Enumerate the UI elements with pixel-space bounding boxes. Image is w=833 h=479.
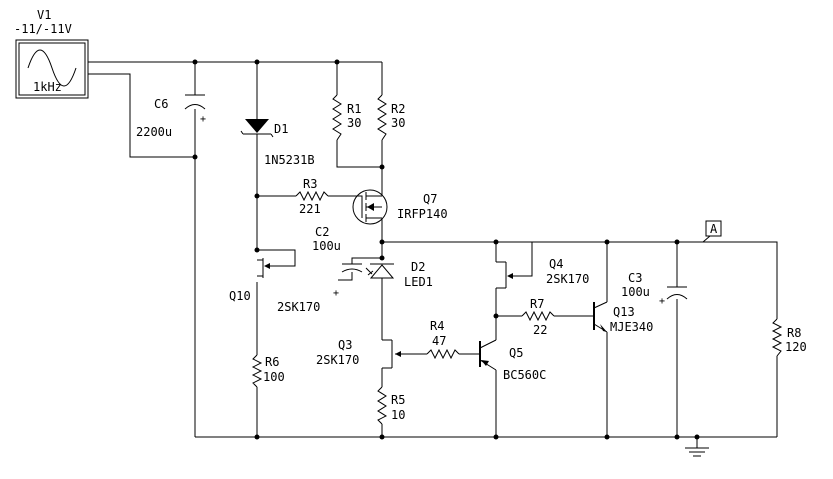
jfet-q4[interactable]: Q4 2SK170 bbox=[496, 242, 589, 289]
led-d2[interactable]: D2 LED1 bbox=[365, 260, 433, 289]
d2-value: LED1 bbox=[404, 275, 433, 289]
wires bbox=[88, 61, 778, 457]
v1-value: -11/-11V bbox=[14, 22, 72, 36]
r7-name: R7 bbox=[530, 297, 544, 311]
c2-value: 100u bbox=[312, 239, 341, 253]
jfet-q3[interactable]: Q3 2SK170 bbox=[316, 338, 401, 369]
capacitor-c6[interactable]: + C6 2200u bbox=[136, 94, 206, 139]
mosfet-q7[interactable]: Q7 IRFP140 bbox=[352, 189, 448, 225]
capacitor-c2[interactable]: + C2 100u bbox=[312, 225, 363, 299]
q13-value: MJE340 bbox=[610, 320, 653, 334]
d2-name: D2 bbox=[411, 260, 425, 274]
resistor-r2[interactable]: R2 30 bbox=[377, 94, 405, 141]
q5-value: BC560C bbox=[503, 368, 546, 382]
r6-value: 100 bbox=[263, 370, 285, 384]
q7-value: IRFP140 bbox=[397, 207, 448, 221]
c3-name: C3 bbox=[628, 271, 642, 285]
q10-name: Q10 bbox=[229, 289, 251, 303]
resistor-r8[interactable]: R8 120 bbox=[771, 318, 807, 357]
resistor-r6[interactable]: R6 100 bbox=[251, 354, 285, 388]
q7-name: Q7 bbox=[423, 192, 437, 206]
r3-name: R3 bbox=[303, 177, 317, 191]
c3-plus: + bbox=[659, 296, 665, 307]
r4-value: 47 bbox=[432, 334, 446, 348]
bjt-q5[interactable]: Q5 BC560C bbox=[479, 339, 546, 382]
resistor-r5[interactable]: R5 10 bbox=[377, 386, 405, 425]
resistor-r1[interactable]: R1 30 bbox=[332, 94, 361, 141]
r8-value: 120 bbox=[785, 340, 807, 354]
resistor-r4[interactable]: R4 47 bbox=[426, 319, 460, 360]
c2-name: C2 bbox=[315, 225, 329, 239]
bjt-q13[interactable]: Q13 MJE340 bbox=[593, 301, 653, 334]
q4-name: Q4 bbox=[549, 257, 563, 271]
c6-value: 2200u bbox=[136, 125, 172, 139]
r3-value: 221 bbox=[299, 202, 321, 216]
q13-name: Q13 bbox=[613, 305, 635, 319]
c6-plus: + bbox=[200, 114, 206, 125]
q3-value: 2SK170 bbox=[316, 353, 359, 367]
r2-name: R2 bbox=[391, 102, 405, 116]
d1-value: 1N5231B bbox=[264, 153, 315, 167]
c3-value: 100u bbox=[621, 285, 650, 299]
v1-name: V1 bbox=[37, 8, 51, 22]
jfet-q10[interactable]: Q10 2SK170 bbox=[229, 249, 320, 314]
resistor-r3[interactable]: R3 221 bbox=[295, 177, 329, 216]
d1-name: D1 bbox=[274, 122, 288, 136]
r1-value: 30 bbox=[347, 116, 361, 130]
q4-value: 2SK170 bbox=[546, 272, 589, 286]
r1-name: R1 bbox=[347, 102, 361, 116]
c2-plus: + bbox=[333, 288, 339, 299]
r4-name: R4 bbox=[430, 319, 444, 333]
c6-name: C6 bbox=[154, 97, 168, 111]
r8-name: R8 bbox=[787, 326, 801, 340]
r5-name: R5 bbox=[391, 393, 405, 407]
q10-value: 2SK170 bbox=[277, 300, 320, 314]
r2-value: 30 bbox=[391, 116, 405, 130]
capacitor-c3[interactable]: + C3 100u bbox=[621, 271, 688, 307]
r6-name: R6 bbox=[265, 355, 279, 369]
v1-frequency: 1kHz bbox=[33, 80, 62, 94]
junction-dots bbox=[192, 59, 700, 440]
zener-d1[interactable]: D1 1N5231B bbox=[240, 119, 315, 167]
q5-name: Q5 bbox=[509, 346, 523, 360]
r5-value: 10 bbox=[391, 408, 405, 422]
q3-name: Q3 bbox=[338, 338, 352, 352]
r7-value: 22 bbox=[533, 323, 547, 337]
v1-source[interactable]: V1 -11/-11V 1kHz bbox=[14, 8, 89, 99]
probe-a-label: A bbox=[710, 222, 718, 236]
resistor-r7[interactable]: R7 22 bbox=[521, 297, 555, 337]
probe-a[interactable]: A bbox=[702, 220, 722, 243]
